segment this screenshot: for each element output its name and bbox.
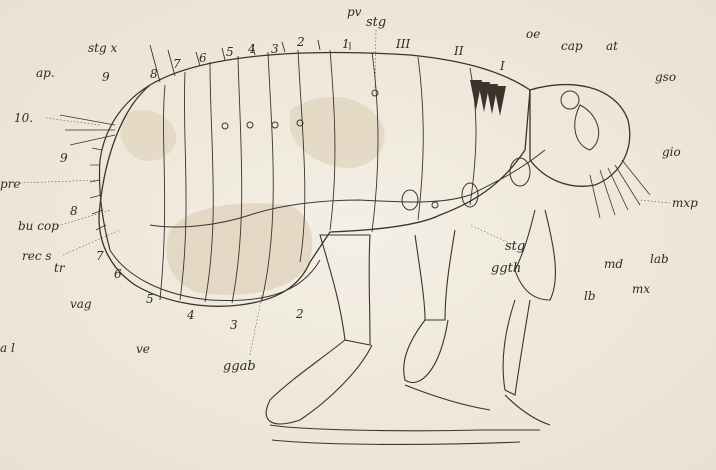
label-seg5-top: 5 [226,46,234,58]
label-seg5-bot: 5 [146,293,154,305]
label-seg3-bot: 3 [230,319,238,331]
label-at: at [606,40,618,52]
label-seg8-top: 8 [150,68,158,80]
label-thorax-I: I [500,60,505,72]
label-seg4-top: 4 [248,43,256,55]
label-al: a l [0,342,15,354]
label-md: md [604,258,623,270]
label-seg7-top: 7 [173,58,181,70]
label-ap: ap. [36,67,55,79]
label-ggth: ggth [491,262,521,275]
label-seg9-left: 9 [60,152,68,164]
label-mx: mx [632,283,650,295]
label-mxp: mxp [672,197,698,209]
label-oe: oe [526,28,540,40]
label-stgx: stg x [88,42,117,54]
label-vag: vag [70,298,92,310]
label-seg2-top: 2 [297,36,305,48]
label-tr: tr [54,262,65,274]
label-gio: gio [662,146,681,158]
label-seg1-top: 1 [342,38,350,50]
label-stg-top: stg [366,16,386,29]
label-rec-s: rec s [22,250,52,262]
label-pv: pv [347,6,361,18]
label-ve: ve [136,343,150,355]
label-seg8-left: 8 [70,205,78,217]
label-stg-mid: stg [505,240,525,253]
label-pre: pre [0,178,21,190]
label-bu-cop: bu cop [18,220,59,232]
label-thorax-II: II [454,45,463,57]
label-seg10: 10. [14,112,33,124]
label-seg2-bot: 2 [296,308,304,320]
label-lb: lb [584,290,596,302]
label-ggab: ggab [223,360,256,373]
label-seg6-left: 6 [114,268,122,280]
label-lab: lab [650,253,669,265]
label-seg4-bot: 4 [187,309,195,321]
label-seg6-top: 6 [199,52,207,64]
label-gso: gso [655,71,676,83]
label-cap: cap [561,40,583,52]
label-seg7-left: 7 [96,250,104,262]
label-seg3-top: 3 [271,43,279,55]
label-thorax-III: III [396,38,410,50]
label-seg9-top: 9 [102,71,110,83]
